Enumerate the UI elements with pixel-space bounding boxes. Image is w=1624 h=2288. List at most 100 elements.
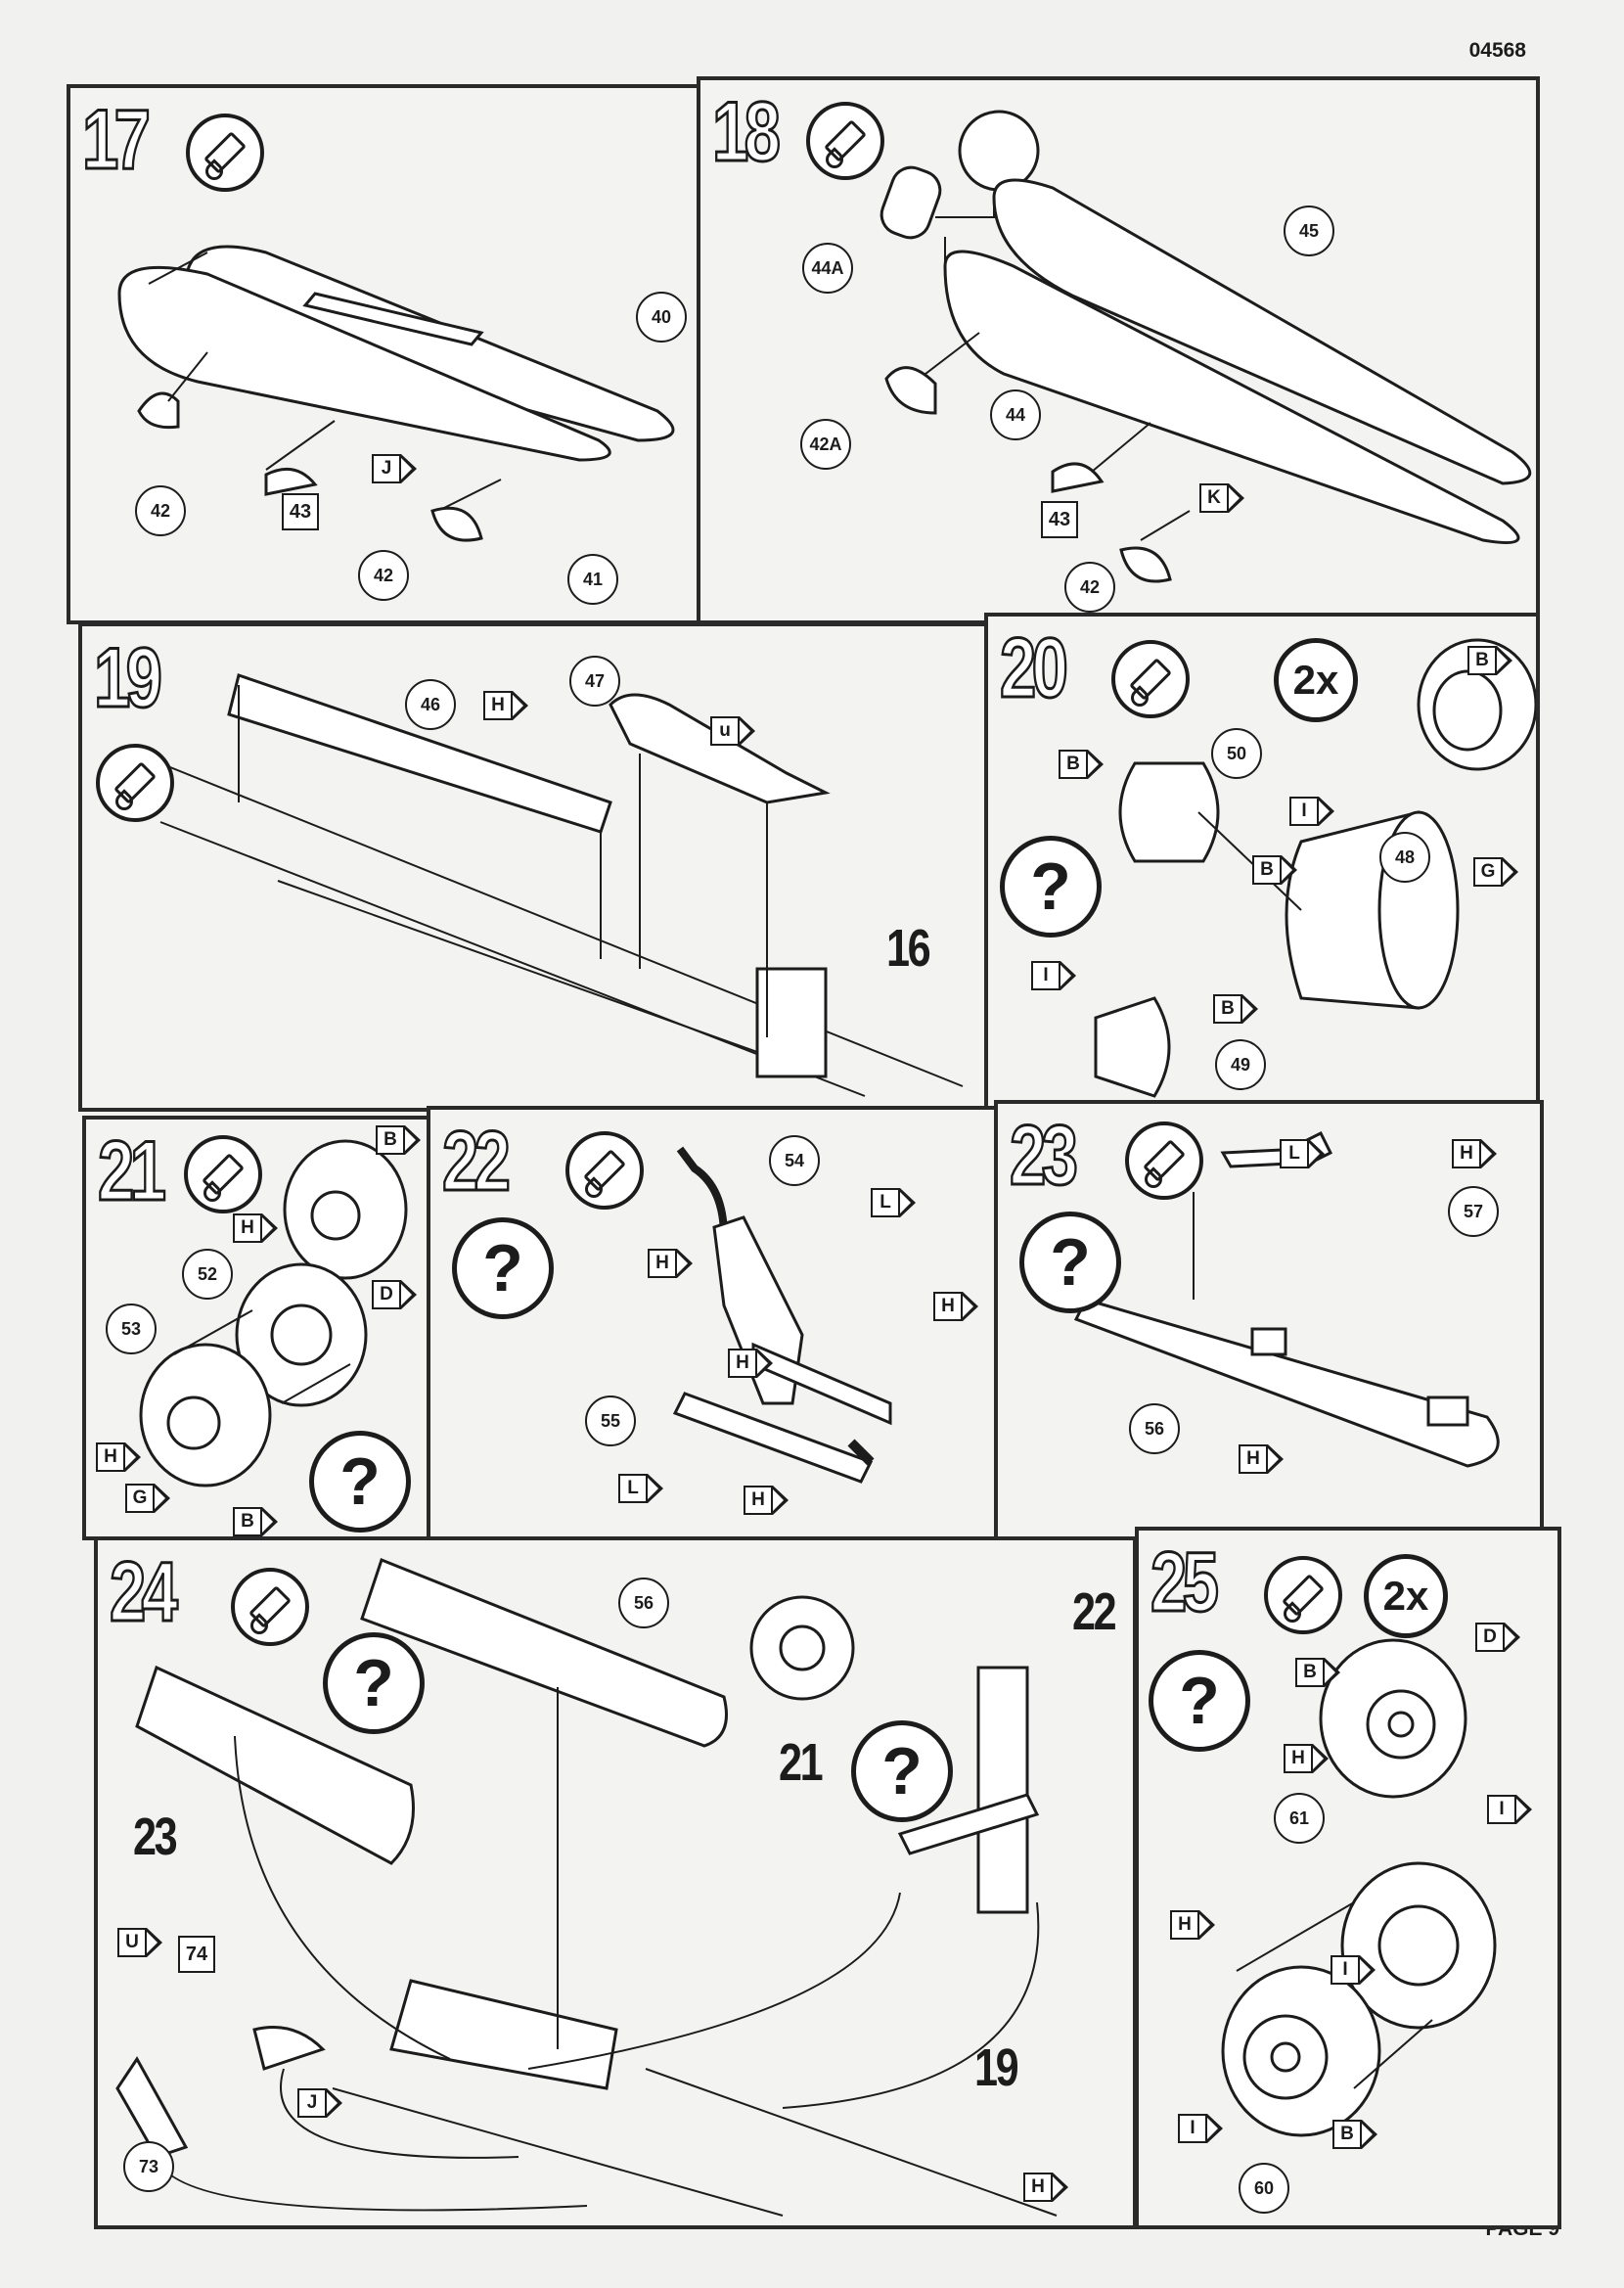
color-J: J: [297, 2088, 342, 2118]
color-label: H: [483, 691, 513, 720]
color-label: H: [648, 1249, 677, 1278]
color-J: J: [372, 454, 417, 483]
color-label: I: [1331, 1955, 1360, 1985]
color-label: L: [1280, 1139, 1309, 1168]
part-61: 61: [1274, 1793, 1325, 1844]
color-u: u: [710, 716, 755, 746]
color-label: H: [233, 1213, 262, 1243]
color-label: B: [1213, 994, 1242, 1024]
glue-tube-icon: [96, 744, 174, 822]
color-G: G: [125, 1484, 170, 1513]
step-18-drawing: [880, 110, 1532, 583]
color-label: I: [1178, 2114, 1207, 2143]
color-G: G: [1473, 857, 1518, 887]
color-label: H: [1452, 1139, 1481, 1168]
part-43: 43: [1041, 501, 1078, 538]
step-25-drawing: [1221, 1638, 1497, 2137]
question-mark-icon: ?: [851, 1720, 953, 1822]
part-42: 42: [1064, 562, 1115, 613]
question-mark-icon: ?: [1149, 1650, 1250, 1752]
color-label: B: [376, 1125, 405, 1155]
color-label: G: [1473, 857, 1503, 887]
part-53: 53: [106, 1304, 157, 1354]
step-22-panel: 22 ? 54 55 L H H H L H: [427, 1106, 998, 1540]
color-label: H: [96, 1442, 125, 1472]
step-number: 22: [441, 1115, 512, 1209]
color-label: U: [117, 1928, 147, 1957]
color-label: H: [1170, 1910, 1199, 1940]
step-21-panel: 21 ? 52 53 B H D H G B: [82, 1116, 430, 1540]
color-I-top: I: [1487, 1795, 1532, 1824]
reference-step-23: 23: [133, 1808, 178, 1866]
color-I-lower: I: [1031, 961, 1076, 990]
kit-code: 04568: [1468, 39, 1526, 62]
step-number: 18: [711, 85, 782, 179]
glue-tube-icon: [184, 1135, 262, 1213]
step-number: 19: [93, 631, 163, 725]
color-H-mid: H: [728, 1349, 773, 1378]
part-46: 46: [405, 679, 456, 730]
multiplier-badge: 2x: [1274, 638, 1358, 722]
color-label: B: [1295, 1658, 1325, 1687]
color-H: H: [483, 691, 528, 720]
color-K: K: [1199, 483, 1244, 513]
step-25-panel: 25 2x ? 61 60 D B H I H I I B: [1135, 1527, 1561, 2229]
part-73: 73: [123, 2141, 174, 2192]
color-label: J: [297, 2088, 327, 2118]
step-18-panel: 18 44A 45 42A 44 42 43 K: [697, 76, 1540, 624]
color-label: D: [372, 1280, 401, 1309]
step-23-panel: 23 ? 57 56 L H H: [994, 1100, 1544, 1540]
step-17-drawing: [117, 245, 675, 542]
step-21-drawing: [139, 1139, 408, 1487]
color-label: H: [728, 1349, 757, 1378]
color-B-low: B: [233, 1507, 278, 1536]
step-number: 21: [97, 1124, 167, 1218]
part-42A: 42A: [800, 419, 851, 470]
part-43: 43: [282, 493, 319, 530]
color-label: H: [933, 1292, 963, 1321]
color-H-low: H: [1170, 1910, 1215, 1940]
part-54: 54: [769, 1135, 820, 1186]
step-17-panel: 17 40 41 42 42 43 J: [67, 84, 700, 624]
color-I-low: I: [1178, 2114, 1223, 2143]
reference-step-21: 21: [779, 1733, 824, 1792]
part-47: 47: [569, 656, 620, 707]
color-label: B: [1252, 855, 1282, 885]
color-label: L: [618, 1474, 648, 1503]
color-B-top: B: [376, 1125, 421, 1155]
part-48: 48: [1379, 832, 1430, 883]
color-label: L: [871, 1188, 900, 1217]
glue-tube-icon: [565, 1131, 644, 1210]
step-23-drawing: [1073, 1130, 1500, 1468]
part-56: 56: [618, 1578, 669, 1628]
color-B-top: B: [1295, 1658, 1340, 1687]
color-B-low: B: [1332, 2120, 1377, 2149]
part-44: 44: [990, 389, 1041, 440]
color-label: K: [1199, 483, 1229, 513]
color-label: H: [1023, 2173, 1053, 2202]
step-19-drawing: [159, 673, 964, 1097]
step-24-drawing: [115, 1558, 1058, 2217]
part-74: 74: [178, 1936, 215, 1973]
glue-tube-icon: [1111, 640, 1190, 718]
color-label: G: [125, 1484, 155, 1513]
step-number: 17: [81, 93, 152, 187]
glue-tube-icon: [806, 102, 884, 180]
glue-tube-icon: [1125, 1121, 1203, 1200]
color-B-mid: B: [1252, 855, 1297, 885]
step-19-panel: 19 46 47 H u 16: [78, 622, 988, 1112]
step-number: 24: [109, 1545, 179, 1639]
color-label: B: [233, 1507, 262, 1536]
step-number: 20: [999, 621, 1069, 715]
step-number: 23: [1009, 1109, 1079, 1203]
question-mark-icon: ?: [309, 1431, 411, 1533]
reference-step-19: 19: [974, 2038, 1019, 2097]
part-56: 56: [1129, 1403, 1180, 1454]
question-mark-icon: ?: [1000, 836, 1102, 938]
color-H: H: [1023, 2173, 1068, 2202]
part-50: 50: [1211, 728, 1262, 779]
question-mark-icon: ?: [323, 1632, 425, 1734]
color-L: L: [1280, 1139, 1325, 1168]
color-L-bottom: L: [618, 1474, 663, 1503]
part-60: 60: [1239, 2163, 1289, 2214]
